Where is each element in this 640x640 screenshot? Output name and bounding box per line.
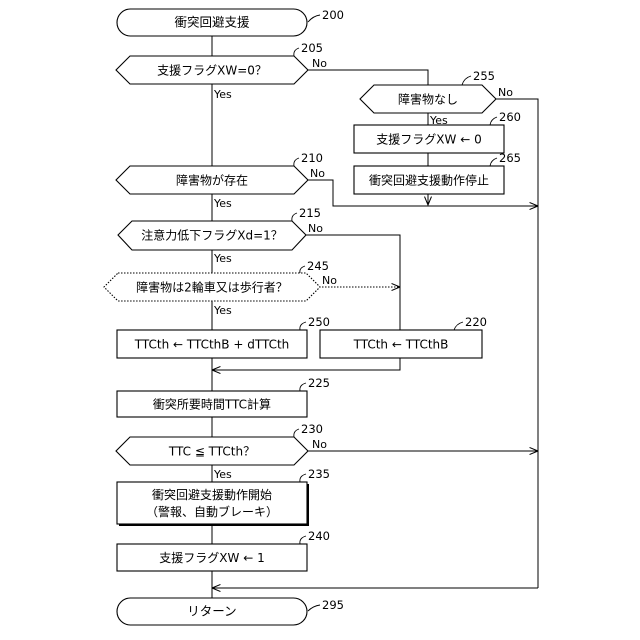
leader-295 [308,605,320,611]
leader-255 [462,76,471,85]
leader-250 [300,322,306,330]
ref-225: 225 [308,376,330,390]
connector-205-no [308,70,428,85]
process-250-label: TTCth ← TTCthB + dTTCth [134,338,290,352]
decision-210-label: 障害物が存在 [176,173,248,188]
leader-220 [454,322,463,330]
process-220-label: TTCth ← TTCthB [353,338,449,352]
leader-225 [300,383,306,391]
process-260-label: 支援フラグXW ← 0 [376,133,481,147]
leader-210 [294,158,299,166]
process-265-label: 衝突回避支援動作停止 [369,173,489,188]
branch-205-no: No [312,57,327,70]
branch-215-no: No [308,222,323,235]
ref-210: 210 [301,151,323,165]
leader-245 [300,266,305,273]
leader-235 [300,474,306,482]
process-235-label-line2: （警報、自動ブレーキ） [146,504,278,519]
leader-215 [292,213,297,221]
ref-265: 265 [499,151,521,165]
ref-205: 205 [301,41,323,55]
ref-200: 200 [322,8,344,22]
leader-265 [490,158,497,166]
process-235-label-line1: 衝突回避支援動作開始 [152,487,272,502]
branch-215-yes: Yes [213,252,232,265]
ref-250: 250 [308,315,330,329]
ref-240: 240 [308,529,330,543]
branch-255-yes: Yes [429,114,448,127]
ref-235: 235 [308,467,330,481]
decision-205-label: 支援フラグXW=0？ [157,64,267,78]
branch-255-no: No [498,86,513,99]
leader-240 [300,536,306,544]
leader-200 [308,15,320,22]
ref-295: 295 [322,598,344,612]
decision-245-label: 障害物は2輪車又は歩行者？ [136,280,288,295]
leader-260 [490,117,497,125]
process-240-label: 支援フラグXW ← 1 [159,551,264,565]
branch-230-no: No [312,438,327,451]
ref-215: 215 [299,206,321,220]
branch-245-yes: Yes [213,304,232,317]
ref-260: 260 [499,110,521,124]
ref-220: 220 [465,315,487,329]
ref-245: 245 [307,259,329,273]
ref-255: 255 [473,69,495,83]
branch-210-no: No [310,167,325,180]
start-label: 衝突回避支援 [174,15,250,30]
end-label: リターン [187,604,236,619]
branch-210-yes: Yes [213,197,232,210]
branch-230-yes: Yes [213,468,232,481]
leader-230 [294,429,299,437]
decision-215-label: 注意力低下フラグXd=1？ [141,228,283,243]
leader-205 [294,48,299,56]
process-225-label: 衝突所要時間TTC計算 [153,397,271,412]
branch-205-yes: Yes [213,88,232,101]
connector-220-merge [212,358,400,370]
decision-255-label: 障害物なし [398,92,458,107]
decision-230-label: TTC ≦ TTCth？ [168,445,255,459]
branch-245-no: No [322,274,337,287]
ref-230: 230 [301,422,323,436]
